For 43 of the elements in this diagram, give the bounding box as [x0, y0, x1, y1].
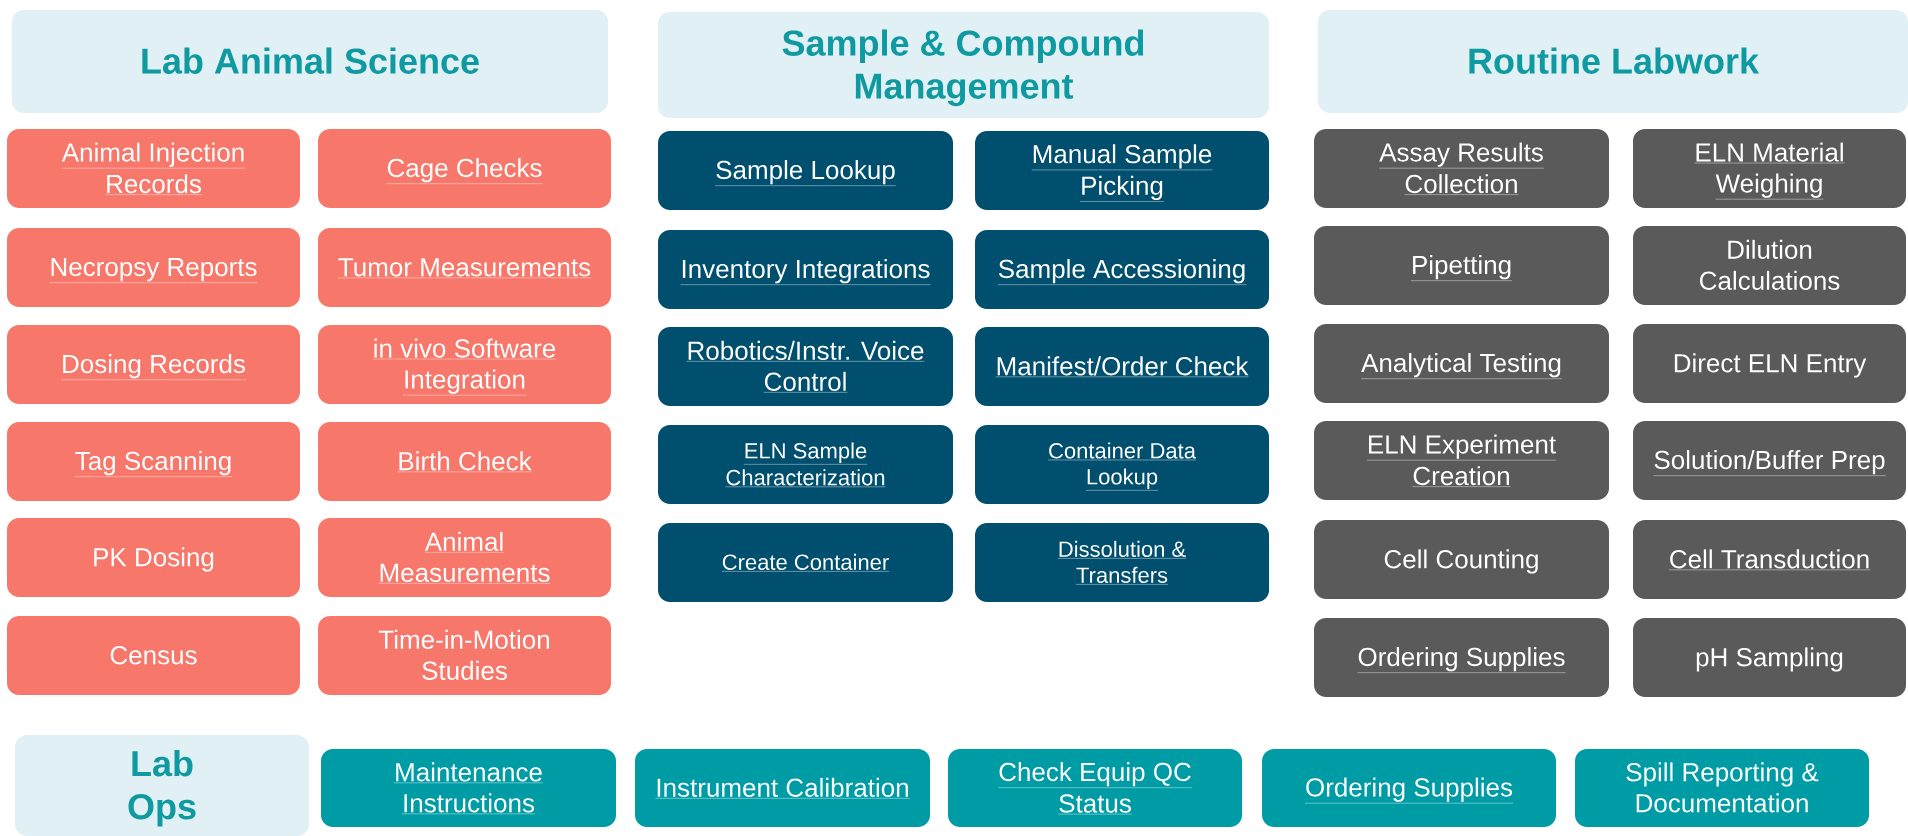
task-button: Solution/Buffer Prep [1633, 421, 1906, 500]
task-button: Cell Transduction [1633, 520, 1906, 599]
task-button: Analytical Testing [1314, 324, 1609, 403]
task-button: Tag Scanning [7, 422, 300, 501]
task-button: Animal Measurements [318, 518, 611, 597]
task-button: Birth Check [318, 422, 611, 501]
task-button: Robotics/Instr. Voice Control [658, 327, 953, 406]
task-button: Container Data Lookup [975, 425, 1269, 504]
section-header: Sample & Compound Management [658, 12, 1269, 118]
task-button: Cage Checks [318, 129, 611, 208]
task-button: Inventory Integrations [658, 230, 953, 309]
task-button: Time-in-Motion Studies [318, 616, 611, 695]
task-button: ELN Experiment Creation [1314, 421, 1609, 500]
task-button: Direct ELN Entry [1633, 324, 1906, 403]
task-button: Census [7, 616, 300, 695]
task-button: Dissolution & Transfers [975, 523, 1269, 602]
task-button: Maintenance Instructions [321, 749, 616, 827]
task-button: Dilution Calculations [1633, 226, 1906, 305]
task-button: Assay Results Collection [1314, 129, 1609, 208]
section-header: Routine Labwork [1318, 10, 1908, 113]
task-button: Manifest/Order Check [975, 327, 1269, 406]
section-header: Lab Animal Science [12, 10, 608, 113]
task-button: Check Equip QC Status [948, 749, 1242, 827]
task-button: Ordering Supplies [1262, 749, 1556, 827]
task-button: Instrument Calibration [635, 749, 930, 827]
task-button: ELN Material Weighing [1633, 129, 1906, 208]
task-button: in vivo Software Integration [318, 325, 611, 404]
task-button: Necropsy Reports [7, 228, 300, 307]
task-button: Dosing Records [7, 325, 300, 404]
task-button: Manual Sample Picking [975, 131, 1269, 210]
task-button: Sample Lookup [658, 131, 953, 210]
section-header: Lab Ops [15, 735, 309, 836]
task-button: Tumor Measurements [318, 228, 611, 307]
task-button: Spill Reporting & Documentation [1575, 749, 1869, 827]
task-button: Create Container [658, 523, 953, 602]
task-button: Animal Injection Records [7, 129, 300, 208]
task-button: Cell Counting [1314, 520, 1609, 599]
task-button: PK Dosing [7, 518, 300, 597]
task-button: Sample Accessioning [975, 230, 1269, 309]
task-button: Pipetting [1314, 226, 1609, 305]
task-button: Ordering Supplies [1314, 618, 1609, 697]
task-button: ELN Sample Characterization [658, 425, 953, 504]
task-button: pH Sampling [1633, 618, 1906, 697]
